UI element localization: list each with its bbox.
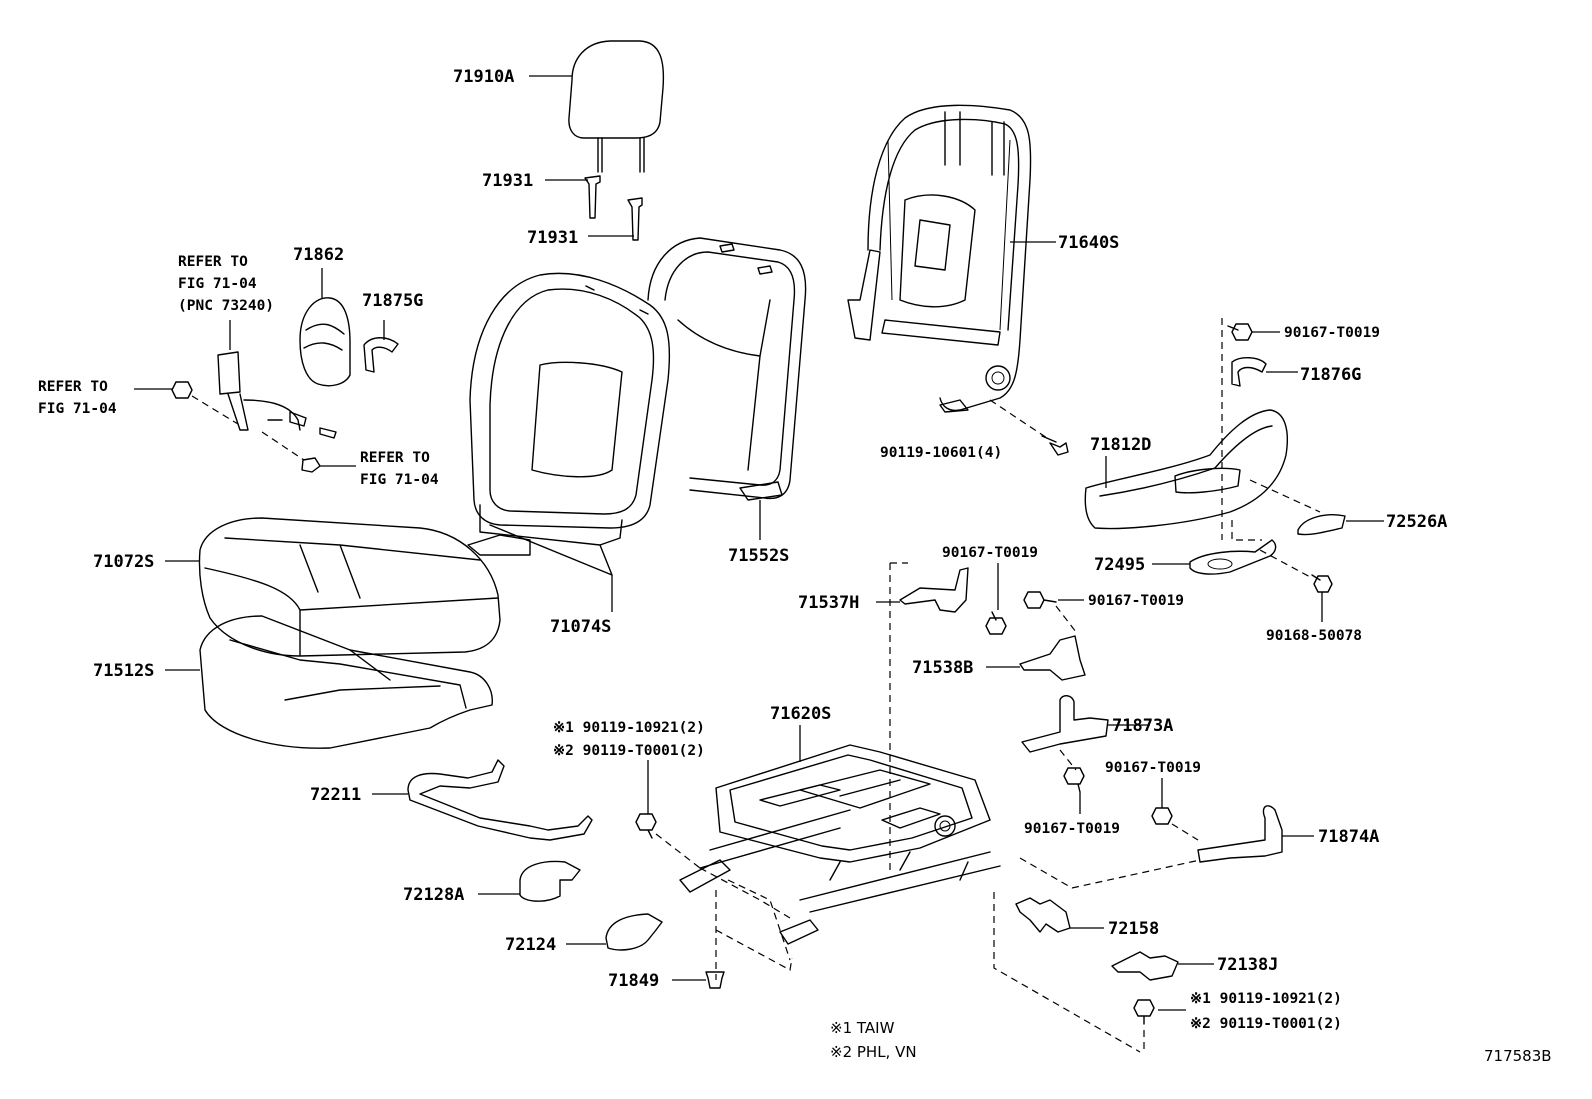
label-72211: 72211 <box>310 785 361 805</box>
label-71074S: 71074S <box>550 617 611 637</box>
refer-text-2-line1: REFER TO <box>38 379 108 395</box>
figure-id: 717583B <box>1484 1047 1552 1065</box>
cover-71862-drawing <box>299 297 351 387</box>
label-90167-T0019-d: 90167-T0019 <box>1024 821 1120 837</box>
seatback-frame-drawing <box>847 104 1032 413</box>
label-90167-T0019-a: 90167-T0019 <box>1284 325 1380 341</box>
label-71620S: 71620S <box>770 704 831 724</box>
refer-text-2-line2: FIG 71-04 <box>38 401 117 417</box>
screw-90167-a-drawing <box>1227 323 1253 341</box>
headrest-guide-drawing <box>584 175 643 241</box>
label-71910A: 71910A <box>453 67 514 87</box>
label-90167-T0019-b: 90167-T0019 <box>942 545 1038 561</box>
label-71072S: 71072S <box>93 552 154 572</box>
label-71640S: 71640S <box>1058 233 1119 253</box>
clip-71849-drawing <box>705 971 725 989</box>
label-71875G: 71875G <box>362 291 423 311</box>
headrest-drawing <box>568 40 665 173</box>
label-72495: 72495 <box>1094 555 1145 575</box>
label-72526A: 72526A <box>1386 512 1447 532</box>
knob-72526A-drawing <box>1297 514 1346 536</box>
label-71812D: 71812D <box>1090 435 1151 455</box>
nut-refer-drawing <box>171 381 193 399</box>
label-90119-10601: 90119-10601(4) <box>880 445 1002 461</box>
wire-72211-drawing <box>407 759 593 841</box>
variant-left-1: ※1 90119-10921(2) <box>553 720 705 736</box>
lever-72495-drawing <box>1189 539 1277 575</box>
label-71552S: 71552S <box>728 546 789 566</box>
label-72128A: 72128A <box>403 885 464 905</box>
bolt-variant-left-drawing <box>635 813 657 839</box>
screw-90167-e-drawing <box>1151 807 1173 825</box>
variant-right-2: ※2 90119-T0001(2) <box>1190 1016 1342 1032</box>
label-71538B: 71538B <box>912 658 973 678</box>
refer-text-1-line1: REFER TO <box>178 254 248 270</box>
cover-71876G-drawing <box>1231 357 1267 387</box>
bracket-71874A-drawing <box>1197 805 1283 863</box>
label-71512S: 71512S <box>93 661 154 681</box>
cover-72128A-drawing <box>519 860 581 902</box>
bracket-71538B-drawing <box>1019 635 1086 681</box>
refer-text-1-line2: FIG 71-04 <box>178 276 257 292</box>
screw-90168-drawing <box>1311 574 1333 593</box>
variant-left-2: ※2 90119-T0001(2) <box>553 743 705 759</box>
label-90168-50078: 90168-50078 <box>1266 628 1362 644</box>
seatback-pad-drawing <box>647 237 807 501</box>
refer-text-1-line3: (PNC 73240) <box>178 298 274 314</box>
legend-note-1: ※1 TAIW <box>830 1019 895 1037</box>
seat-cushion-pad-drawing <box>199 615 493 749</box>
label-72138J: 72138J <box>1217 955 1278 975</box>
bracket-71873A-drawing <box>1021 695 1109 753</box>
label-71874A: 71874A <box>1318 827 1379 847</box>
cover-72124-drawing <box>605 913 663 951</box>
label-71876G: 71876G <box>1300 365 1361 385</box>
label-71849: 71849 <box>608 971 659 991</box>
label-71862: 71862 <box>293 245 344 265</box>
screw-90167-b-drawing <box>985 611 1007 635</box>
label-90167-T0019-e: 90167-T0019 <box>1105 760 1201 776</box>
shield-71812D-drawing <box>1084 409 1288 530</box>
cover-72138J-drawing <box>1111 951 1179 981</box>
bolt-90119-10601-drawing <box>1041 435 1069 456</box>
clip-72158-drawing <box>1015 897 1071 933</box>
label-71537H: 71537H <box>798 593 859 613</box>
clip-refer-drawing <box>301 457 321 473</box>
bracket-71537H-drawing <box>899 567 969 613</box>
label-90167-T0019-c: 90167-T0019 <box>1088 593 1184 609</box>
label-71931-b: 71931 <box>527 228 578 248</box>
bolt-variant-right-drawing <box>1133 999 1155 1025</box>
variant-right-1: ※1 90119-10921(2) <box>1190 991 1342 1007</box>
seatback-assembly-drawing <box>467 272 671 576</box>
label-71931-a: 71931 <box>482 171 533 191</box>
cover-71875G-drawing <box>363 337 399 373</box>
seat-track-frame-drawing <box>679 744 1001 945</box>
label-71873A: 71873A <box>1112 716 1173 736</box>
refer-text-3-line1: REFER TO <box>360 450 430 466</box>
seat-cushion-cover-drawing <box>198 517 501 657</box>
screw-90167-d-drawing <box>1063 767 1085 793</box>
screw-90167-c-drawing <box>1023 591 1057 609</box>
label-72158: 72158 <box>1108 919 1159 939</box>
seatbelt-buckle-drawing <box>217 351 337 439</box>
refer-text-3-line2: FIG 71-04 <box>360 472 439 488</box>
label-72124: 72124 <box>505 935 556 955</box>
legend-note-2: ※2 PHL, VN <box>830 1043 917 1061</box>
